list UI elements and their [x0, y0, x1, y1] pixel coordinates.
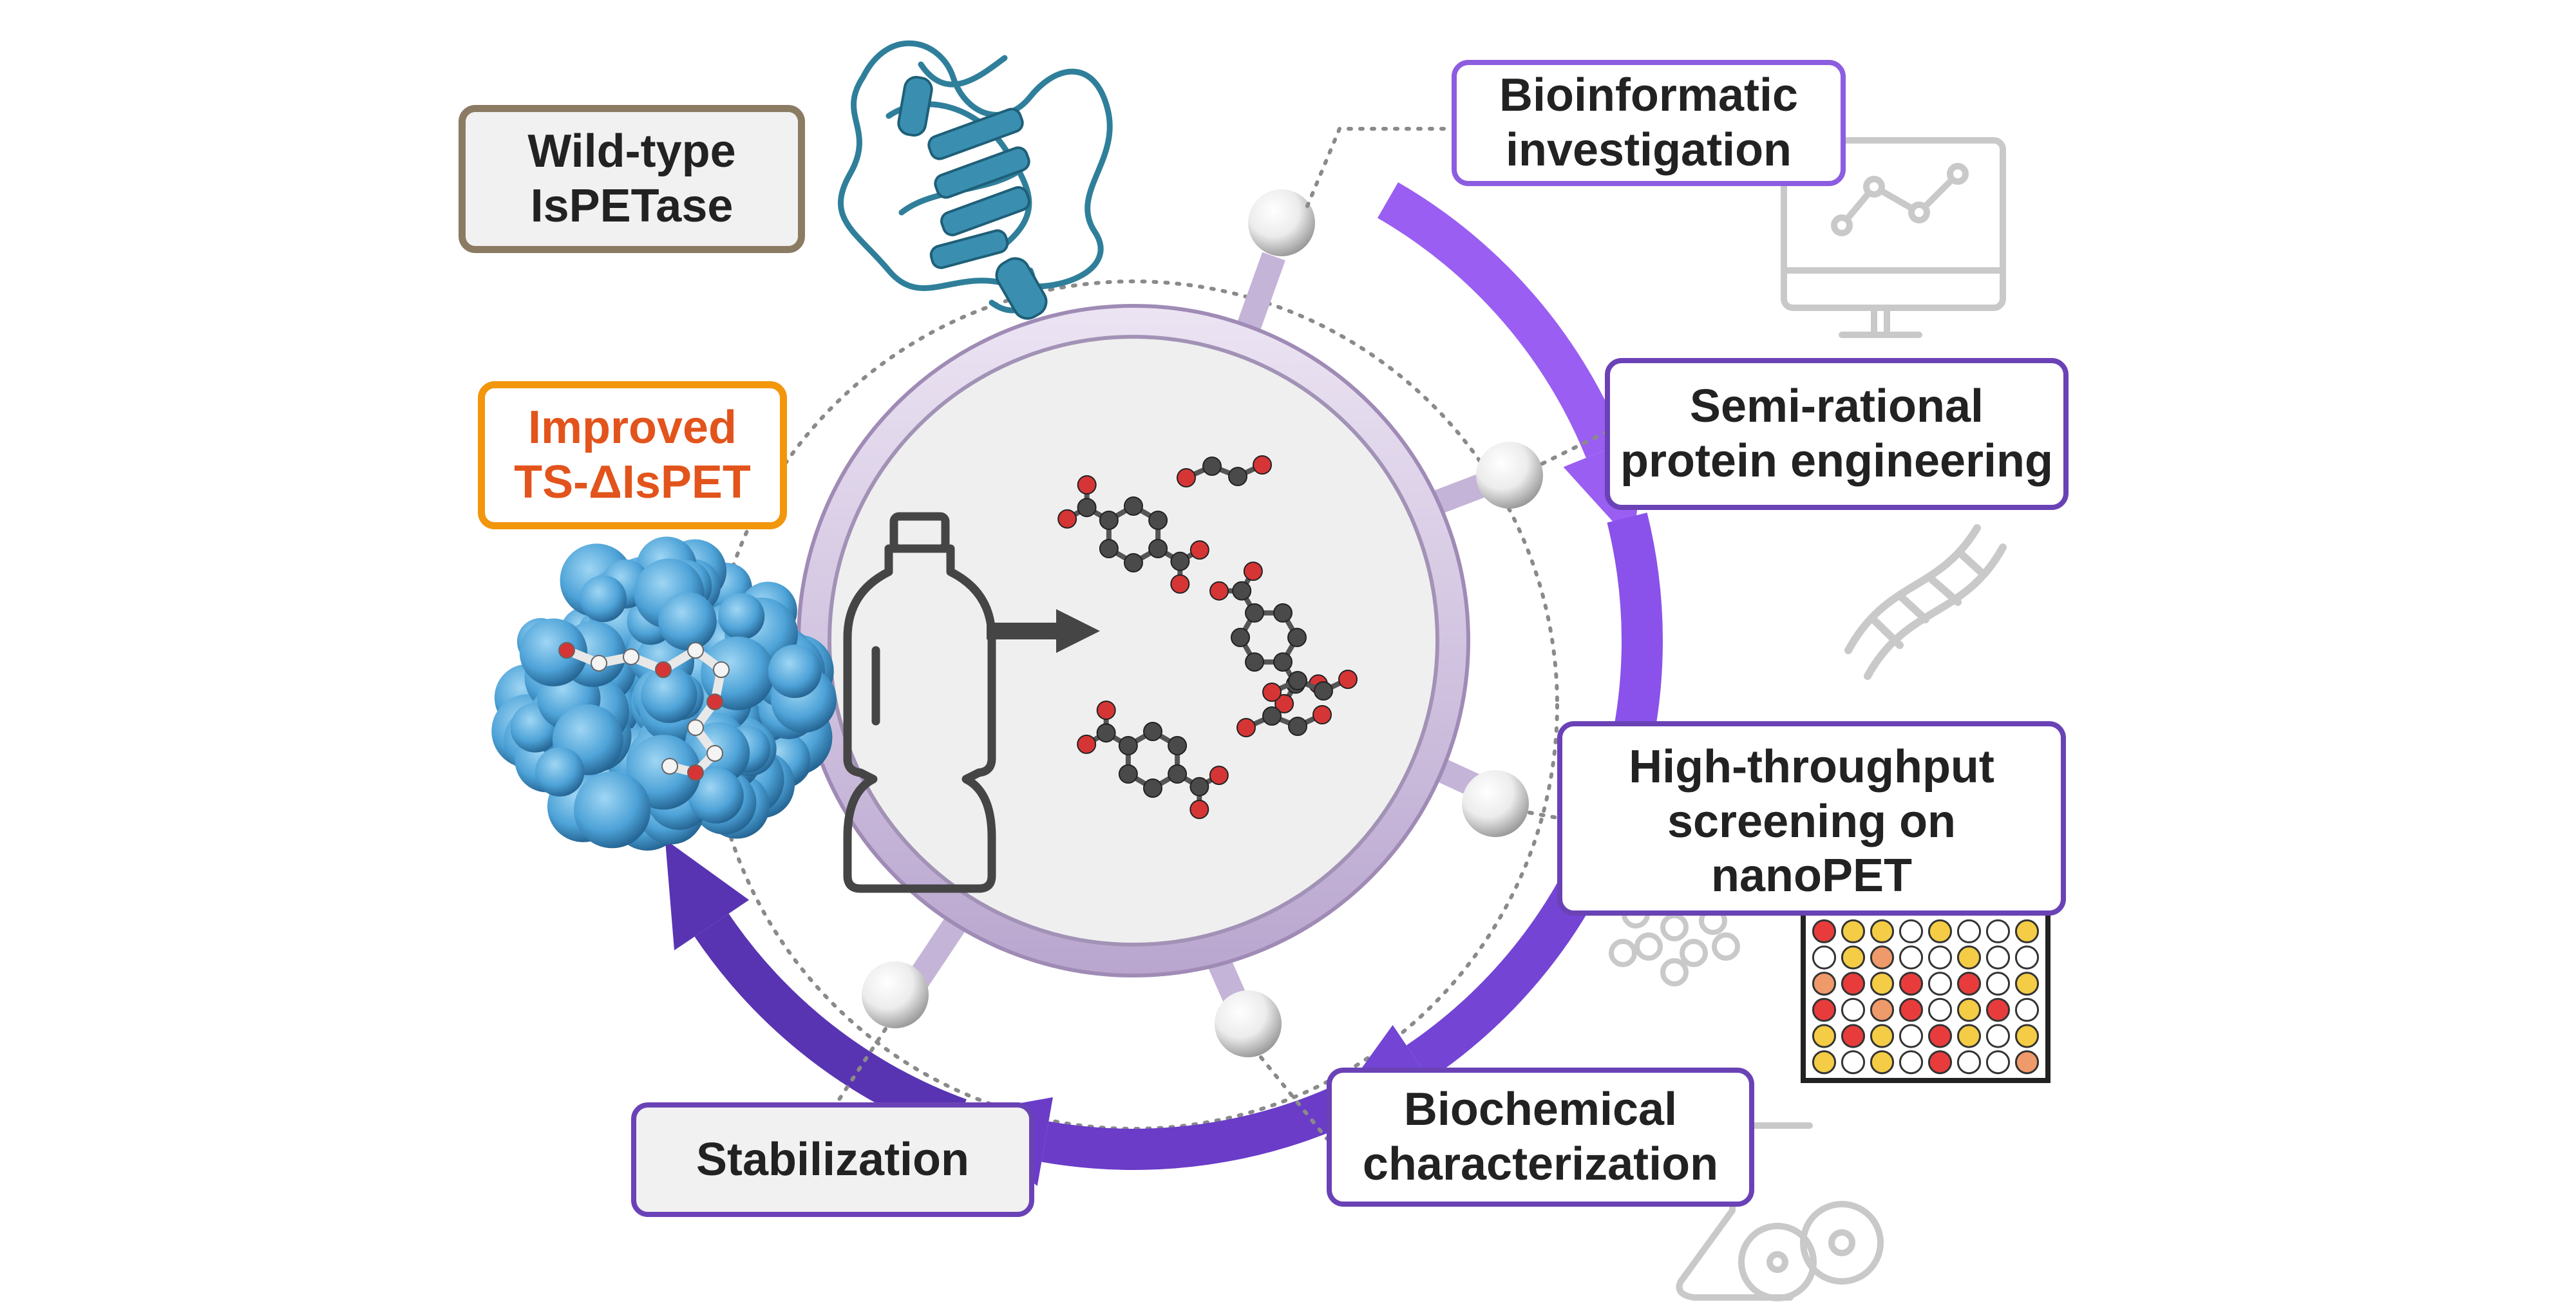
plate-well	[2014, 1024, 2040, 1048]
arrow-body-2	[1602, 513, 1663, 787]
connector-bioinformatic	[1305, 127, 1454, 208]
high-throughput-line-2: screening on	[1667, 795, 1956, 847]
node-biochemical	[1215, 990, 1282, 1057]
plate-well	[2014, 919, 2040, 943]
plate-well	[1899, 945, 1924, 970]
molecules	[1057, 455, 1358, 819]
plate-well	[1870, 1050, 1895, 1075]
plate-well	[1956, 1024, 1982, 1048]
arrow-body-1	[1378, 182, 1625, 458]
plate-well	[1841, 997, 1866, 1022]
plate-well	[1870, 972, 1895, 996]
semi-rational-line-2: protein engineering	[1620, 435, 2054, 487]
flask-icon	[1676, 1122, 1884, 1301]
arrow-body-5	[694, 913, 967, 1138]
plate-well	[1985, 997, 2011, 1022]
plate-well	[1841, 1024, 1866, 1048]
high-throughput-line-1: High-throughput	[1629, 740, 1994, 793]
biochemical-line-2: characterization	[1362, 1138, 1719, 1190]
connector-stabilization	[835, 1027, 887, 1104]
plate-well	[1927, 997, 1953, 1022]
stabilization-text: Stabilization	[696, 1133, 970, 1185]
plate-well	[1841, 919, 1866, 943]
plate-well	[1956, 972, 1982, 996]
plate-well	[1870, 1024, 1895, 1048]
plate-well	[1985, 1024, 2011, 1048]
connector-high-throughput	[1528, 811, 1559, 820]
plate-well	[1927, 1024, 1953, 1048]
plate-well	[1985, 1050, 2011, 1075]
plate-well	[2014, 1050, 2040, 1075]
plate-well	[1812, 972, 1837, 996]
wild-type-line-1: Wild-type	[527, 126, 736, 178]
plate-well	[1956, 945, 1982, 970]
plate-well	[1956, 997, 1982, 1022]
plate-well	[1927, 945, 1953, 970]
plate-well	[1812, 1024, 1837, 1048]
dotted-orbit	[708, 279, 1559, 1131]
improved-protein-surface	[491, 536, 837, 851]
plate-well	[1841, 945, 1866, 970]
node-high-throughput	[1462, 770, 1529, 837]
plate-well	[1899, 919, 1924, 943]
semi-rational-line-1: Semi-rational	[1689, 381, 1984, 433]
node-stabilization	[862, 961, 929, 1028]
plate-well	[1899, 1024, 1924, 1048]
stabilization-label-box: Stabilization	[631, 1102, 1034, 1217]
plate-well	[1985, 945, 2011, 970]
plate-well	[1812, 919, 1837, 943]
bioinformatic-line-2: investigation	[1505, 124, 1792, 176]
bioinformatic-line-1: Bioinformatic	[1499, 70, 1799, 122]
plate-well	[1956, 1050, 1982, 1075]
wild-type-helices	[897, 75, 1048, 320]
plate-well	[1985, 919, 2011, 943]
bottle-icon	[843, 512, 996, 893]
plate-well	[1927, 919, 1953, 943]
plate-well	[1841, 972, 1866, 996]
plate-well	[1870, 945, 1895, 970]
biochemical-line-1: Biochemical	[1403, 1084, 1678, 1136]
plate-well	[1927, 972, 1953, 996]
plate-well	[1956, 919, 1982, 943]
plate-well	[1841, 1050, 1866, 1075]
node-semi-rational	[1476, 442, 1543, 509]
plate-well	[1899, 997, 1924, 1022]
plate-well	[1985, 972, 2011, 996]
arrow-body-4	[1041, 1079, 1366, 1170]
plate-well	[2014, 972, 2040, 996]
plate-well	[2014, 997, 2040, 1022]
improved-line-1: Improved	[527, 402, 737, 454]
dna-icon	[1844, 524, 2007, 680]
plate-well	[1812, 945, 1837, 970]
well-plate	[1801, 910, 2050, 1083]
wild-type-line-2: IsPETase	[530, 180, 734, 232]
degradation-arrow	[987, 609, 1100, 653]
plate-well	[1899, 972, 1924, 996]
plate-well	[1812, 997, 1837, 1022]
connector-lines	[835, 127, 1607, 1140]
plate-well	[1812, 1050, 1837, 1075]
plate-well	[1870, 997, 1895, 1022]
connector-semi-rational	[1540, 431, 1607, 466]
step-nodes	[862, 189, 1543, 1057]
improved-line-2: TS-ΔIsPET	[514, 457, 751, 508]
plate-well	[1899, 1050, 1924, 1075]
arrow-head-5	[665, 839, 750, 950]
high-throughput-line-3: nanoPET	[1710, 850, 1912, 902]
computer-monitor-icon	[1781, 137, 2006, 338]
plate-well	[2014, 945, 2040, 970]
plate-well	[1870, 919, 1895, 943]
central-disc	[828, 335, 1439, 947]
node-bioinformatic	[1248, 189, 1315, 256]
plate-well	[1927, 1050, 1953, 1075]
